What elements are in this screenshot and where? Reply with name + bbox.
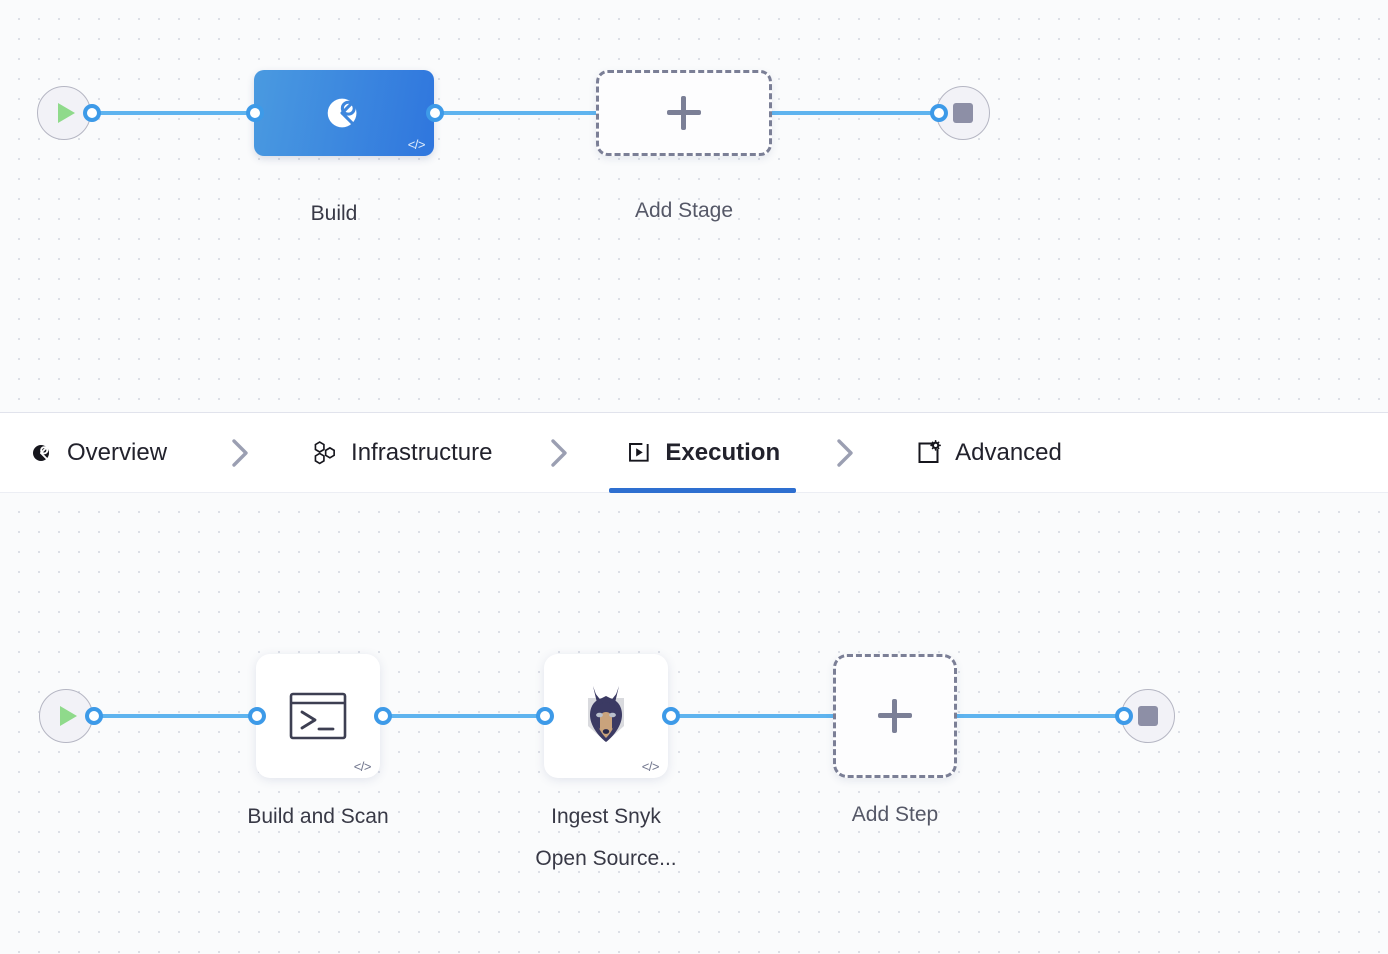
connector-dot-start-out[interactable] — [83, 104, 101, 122]
step-caption-add-step: Add Step — [851, 803, 939, 826]
wire-start-to-build — [88, 111, 268, 115]
step-caption-build-and-scan: Build and Scan — [247, 805, 389, 828]
chevron-right-icon-2 — [546, 436, 572, 470]
plus-icon — [878, 699, 912, 733]
execution-end-node[interactable] — [1121, 689, 1175, 743]
connector-dot-buildscan-out[interactable] — [374, 707, 392, 725]
connector-dot-buildscan-in[interactable] — [248, 707, 266, 725]
stage-canvas[interactable]: </> Build Add Stage — [0, 0, 1388, 412]
play-icon — [60, 706, 77, 726]
connector-dot-snyk-out[interactable] — [662, 707, 680, 725]
step-node-build-and-scan[interactable]: </> — [256, 654, 380, 778]
stage-caption-add-stage: Add Stage — [634, 199, 734, 222]
step-node-ingest-snyk[interactable]: </> — [544, 654, 668, 778]
wire-addstep-to-end — [954, 714, 1134, 718]
pipeline-end-node[interactable] — [936, 86, 990, 140]
connector-dot-exec-start-out[interactable] — [85, 707, 103, 725]
connector-dot-end-in[interactable] — [930, 104, 948, 122]
wire-buildscan-to-snyk — [378, 714, 558, 718]
wire-build-to-addstage — [430, 111, 610, 115]
stop-icon — [953, 103, 973, 123]
code-badge-icon: </> — [641, 759, 660, 774]
code-badge-icon: </> — [407, 137, 426, 152]
tab-label-overview: Overview — [67, 438, 168, 466]
chevron-right-icon-3 — [832, 436, 858, 470]
snyk-dog-icon — [588, 686, 624, 742]
connector-dot-snyk-in[interactable] — [536, 707, 554, 725]
play-icon — [58, 103, 75, 123]
stop-icon — [1138, 706, 1158, 726]
execution-canvas[interactable]: </> </> Build and Scan Ingest Snyk Open … — [0, 493, 1388, 954]
tab-label-advanced: Advanced — [955, 438, 1062, 466]
code-badge-icon: </> — [353, 759, 372, 774]
tab-label-execution: Execution — [665, 438, 781, 466]
tab-execution[interactable]: Execution — [609, 413, 796, 493]
wire-snyk-to-addstep — [666, 714, 846, 718]
execution-play-icon — [625, 439, 652, 466]
hexagon-cluster-icon — [311, 439, 338, 466]
wire-addstage-to-end — [765, 111, 955, 115]
connector-dot-build-in[interactable] — [246, 104, 264, 122]
wire-start-to-buildscan — [90, 714, 270, 718]
add-stage-button[interactable] — [596, 70, 772, 156]
add-step-button[interactable] — [833, 654, 957, 778]
overview-build-icon — [30, 441, 54, 465]
tab-label-infrastructure: Infrastructure — [351, 438, 493, 466]
connector-dot-exec-end-in[interactable] — [1115, 707, 1133, 725]
tab-advanced[interactable]: Advanced — [914, 413, 1062, 492]
plus-icon — [667, 96, 701, 130]
advanced-gear-icon — [914, 439, 942, 467]
terminal-icon — [289, 692, 347, 740]
step-config-tabbar: Overview Infrastructure Execution — [0, 412, 1388, 493]
tab-infrastructure[interactable]: Infrastructure — [311, 413, 492, 492]
tab-overview[interactable]: Overview — [30, 413, 167, 492]
chevron-right-icon-1 — [227, 436, 253, 470]
stage-caption-build: Build — [310, 202, 358, 225]
build-ci-icon — [327, 98, 358, 128]
stage-node-build[interactable]: </> — [254, 70, 434, 156]
step-caption-ingest-snyk: Ingest Snyk Open Source... — [535, 805, 677, 870]
connector-dot-build-out[interactable] — [426, 104, 444, 122]
pipeline-start-node[interactable] — [37, 86, 91, 140]
